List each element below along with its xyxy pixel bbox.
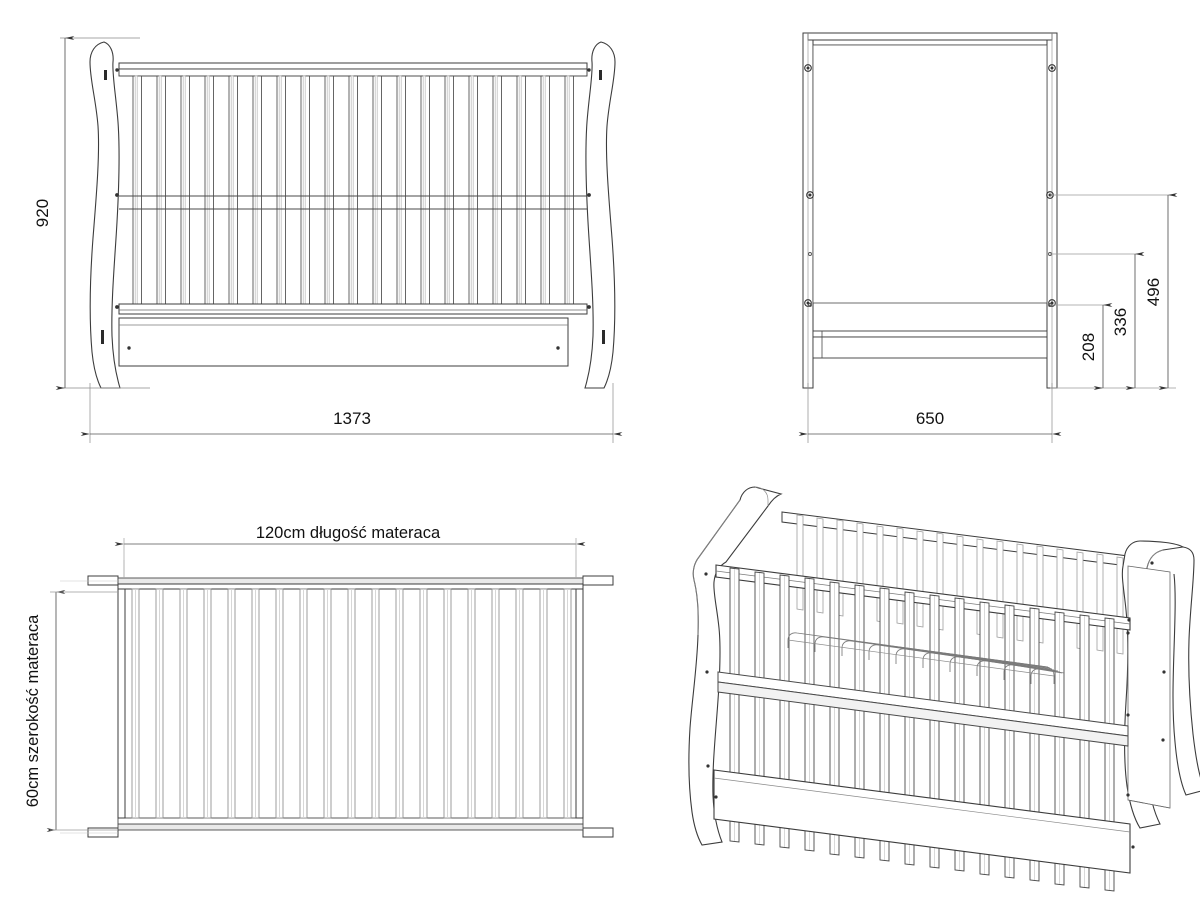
front-middle-rail [119, 195, 587, 210]
iso-left-end-panel [688, 486, 783, 846]
side-width-value: 650 [916, 409, 944, 428]
front-height-dimension: 920 [33, 35, 150, 391]
side-panel-edges [807, 33, 1053, 388]
plan-length-label: 120cm długość materaca [256, 524, 441, 542]
side-elevation-view: 208 336 496 650 [798, 32, 1178, 443]
front-base-panel [118, 317, 569, 367]
front-width-dimension: 1373 [80, 383, 623, 443]
front-width-value: 1373 [333, 409, 371, 428]
iso-fixings [704, 561, 1166, 849]
front-right-post [584, 41, 616, 389]
side-level-high-dimension: 496 [1144, 192, 1178, 391]
plan-side-rails [117, 588, 584, 819]
front-slats [132, 75, 574, 311]
plan-length-dimension: 120cm długość materaca [114, 524, 586, 578]
side-level-mid-dimension: 336 [1111, 251, 1145, 391]
plan-width-label: 60cm szerokość materaca [24, 614, 42, 807]
side-base-rail [812, 330, 1048, 359]
side-top-rail [807, 32, 1053, 46]
iso-base-frame [717, 639, 1129, 747]
side-level-high-value: 496 [1144, 278, 1163, 306]
isometric-view [688, 486, 1200, 892]
front-top-rail [118, 62, 588, 77]
iso-right-panel-face [1127, 565, 1171, 809]
side-level-low-value: 208 [1079, 333, 1098, 361]
front-elevation-view: 920 1373 [33, 35, 623, 443]
side-level-mid-value: 336 [1111, 308, 1130, 336]
iso-skirt-panel [713, 769, 1131, 874]
side-width-dimension: 650 [798, 383, 1062, 443]
iso-back-top-rail [781, 511, 1129, 567]
plan-slats [131, 588, 572, 819]
front-bottom-rail [118, 303, 588, 315]
front-fixings [101, 68, 605, 350]
front-height-value: 920 [33, 199, 52, 227]
side-level-low-dimension: 208 [1079, 302, 1113, 391]
plan-view: 120cm długość materaca 60cm szerokość ma… [24, 524, 614, 838]
side-panel [812, 44, 1048, 304]
plan-width-dimension: 60cm szerokość materaca [24, 589, 118, 833]
front-left-post [89, 41, 121, 389]
plan-outer-frame [117, 577, 584, 831]
